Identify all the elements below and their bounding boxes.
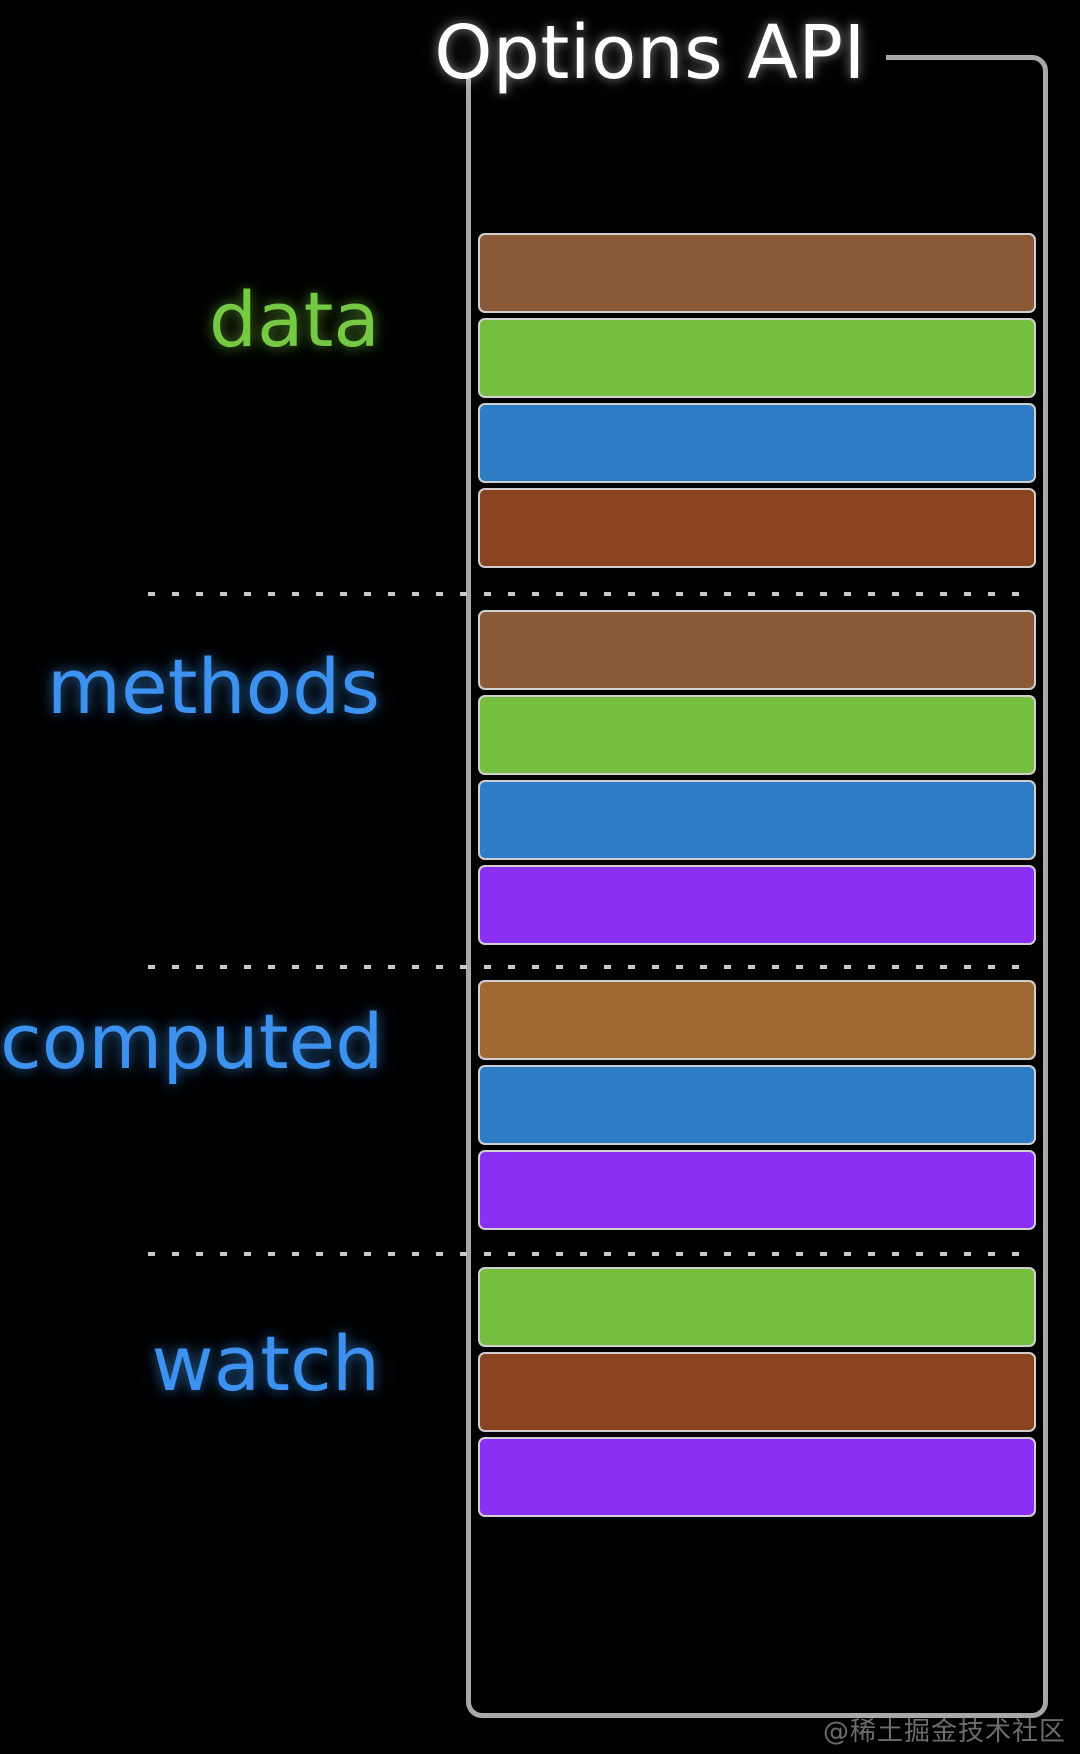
bar-methods-2 xyxy=(478,695,1036,775)
bar-watch-2 xyxy=(478,1352,1036,1432)
bar-computed-2 xyxy=(478,1065,1036,1145)
bar-watch-3 xyxy=(478,1437,1036,1517)
divider-computed-watch xyxy=(148,1252,1028,1256)
section-label-computed: computed xyxy=(0,997,384,1086)
bar-data-4 xyxy=(478,488,1036,568)
section-label-methods: methods xyxy=(46,642,380,731)
bar-data-3 xyxy=(478,403,1036,483)
bar-data-2 xyxy=(478,318,1036,398)
watermark: @稀土掘金技术社区 xyxy=(822,1717,1066,1747)
title-border-gap xyxy=(466,40,886,74)
section-label-watch: watch xyxy=(151,1319,380,1408)
bar-watch-1 xyxy=(478,1267,1036,1347)
divider-methods-computed xyxy=(148,965,1028,969)
bar-computed-1 xyxy=(478,980,1036,1060)
bar-methods-1 xyxy=(478,610,1036,690)
bar-data-1 xyxy=(478,233,1036,313)
bar-computed-3 xyxy=(478,1150,1036,1230)
page-title: Options API xyxy=(434,10,866,96)
section-label-data: data xyxy=(208,275,380,364)
bar-stack xyxy=(478,55,1036,1718)
bar-methods-3 xyxy=(478,780,1036,860)
divider-data-methods xyxy=(148,592,1028,596)
bar-methods-4 xyxy=(478,865,1036,945)
